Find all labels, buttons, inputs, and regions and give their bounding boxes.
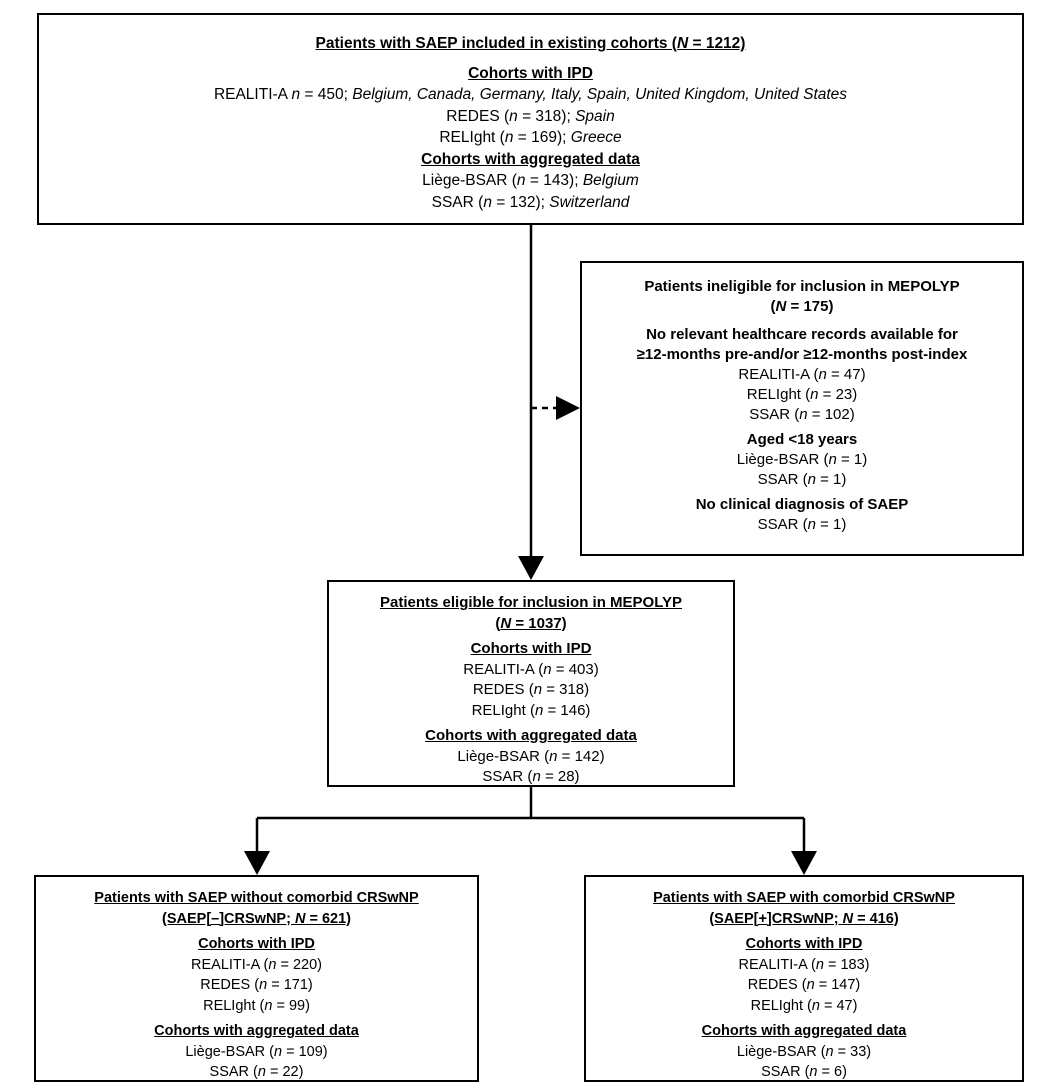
- connector-eligible-to-ineligible: [531, 396, 580, 420]
- box-without-crswnp-header-line2: (SAEP[–]CRSwNP; N = 621): [162, 910, 351, 927]
- ineligible-reason3-row-ssar: SSAR (n = 1): [757, 516, 847, 533]
- with-crswnp-row-redes: REDES (n = 147): [747, 977, 861, 993]
- box-with-crswnp-section-aggregated: Cohorts with aggregated data: [701, 1023, 907, 1039]
- ineligible-reason1-row-relight: RELIght (n = 23): [746, 386, 858, 403]
- box-ineligible-header-line2: (N = 175): [770, 298, 834, 315]
- connector-eligible-split: [244, 787, 817, 875]
- with-crswnp-row-ssar: SSAR (n = 6): [761, 1064, 847, 1080]
- with-crswnp-row-relight: RELIght (n = 47): [750, 997, 858, 1014]
- ineligible-reason2-header: Aged <18 years: [746, 431, 858, 448]
- eligible-row-ssar: SSAR (n = 28): [482, 768, 580, 785]
- eligible-row-liege-bsar: Liège-BSAR (n = 142): [457, 747, 605, 765]
- ineligible-reason1-line2: ≥12-months pre-and/or ≥12-months post-in…: [636, 346, 968, 363]
- box-eligible-section-ipd: Cohorts with IPD: [470, 640, 592, 657]
- box-with-crswnp-header-line2: (SAEP[+]CRSwNP; N = 416): [709, 910, 899, 927]
- box-ineligible-patients: Patients ineligible for inclusion in MEP…: [580, 261, 1024, 556]
- without-crswnp-row-redes: REDES (n = 171): [200, 977, 313, 993]
- spacer: [39, 55, 1022, 63]
- cohort-row-liege-bsar: Liège-BSAR (n = 143); Belgium: [422, 172, 639, 189]
- box-without-crswnp-section-ipd: Cohorts with IPD: [198, 936, 315, 952]
- box-existing-cohorts-section-ipd: Cohorts with IPD: [468, 64, 593, 82]
- box-saep-without-crswnp: Patients with SAEP without comorbid CRSw…: [34, 875, 479, 1082]
- without-crswnp-row-realiti-a: REALITI-A (n = 220): [191, 956, 322, 973]
- without-crswnp-row-liege-bsar: Liège-BSAR (n = 109): [185, 1043, 328, 1060]
- connector-existing-to-eligible: [518, 225, 544, 580]
- box-without-crswnp-header-line1: Patients with SAEP without comorbid CRSw…: [94, 890, 419, 906]
- ineligible-reason1-line1: No relevant healthcare records available…: [646, 326, 958, 343]
- cohort-row-redes: REDES (n = 318); Spain: [446, 107, 615, 125]
- eligible-row-relight: RELIght (n = 146): [471, 701, 591, 719]
- box-existing-cohorts-header: Patients with SAEP included in existing …: [315, 35, 746, 52]
- box-existing-cohorts-section-aggregated: Cohorts with aggregated data: [421, 150, 640, 168]
- eligible-row-redes: REDES (n = 318): [472, 681, 590, 698]
- box-eligible-patients: Patients eligible for inclusion in MEPOL…: [327, 580, 735, 787]
- ineligible-reason2-row-liege-bsar: Liège-BSAR (n = 1): [736, 451, 868, 468]
- box-existing-cohorts: Patients with SAEP included in existing …: [37, 13, 1024, 225]
- box-eligible-header-line1: Patients eligible for inclusion in MEPOL…: [380, 594, 682, 611]
- box-saep-with-crswnp: Patients with SAEP with comorbid CRSwNP …: [584, 875, 1024, 1082]
- with-crswnp-row-liege-bsar: Liège-BSAR (n = 33): [736, 1043, 872, 1060]
- box-ineligible-header-line1: Patients ineligible for inclusion in MEP…: [644, 278, 960, 295]
- box-with-crswnp-section-ipd: Cohorts with IPD: [745, 936, 863, 952]
- box-eligible-section-aggregated: Cohorts with aggregated data: [425, 727, 637, 744]
- with-crswnp-row-realiti-a: REALITI-A (n = 183): [738, 956, 870, 973]
- ineligible-reason1-row-ssar: SSAR (n = 102): [749, 406, 855, 423]
- cohort-row-relight: RELIght (n = 169); Greece: [439, 129, 622, 146]
- spacer: [582, 317, 1022, 325]
- cohort-row-ssar: SSAR (n = 132); Switzerland: [431, 193, 630, 211]
- eligible-row-realiti-a: REALITI-A (n = 403): [463, 660, 599, 678]
- box-without-crswnp-section-aggregated: Cohorts with aggregated data: [154, 1023, 359, 1039]
- box-eligible-header-line2: (N = 1037): [495, 614, 567, 632]
- ineligible-reason1-row-realiti-a: REALITI-A (n = 47): [738, 366, 866, 383]
- ineligible-reason3-header: No clinical diagnosis of SAEP: [695, 496, 909, 513]
- cohort-row-realiti-a: REALITI-A n = 450; Belgium, Canada, Germ…: [213, 86, 848, 103]
- ineligible-reason2-row-ssar: SSAR (n = 1): [757, 471, 847, 488]
- box-with-crswnp-header-line1: Patients with SAEP with comorbid CRSwNP: [653, 890, 955, 906]
- without-crswnp-row-ssar: SSAR (n = 22): [209, 1064, 304, 1080]
- without-crswnp-row-relight: RELIght (n = 99): [203, 997, 310, 1014]
